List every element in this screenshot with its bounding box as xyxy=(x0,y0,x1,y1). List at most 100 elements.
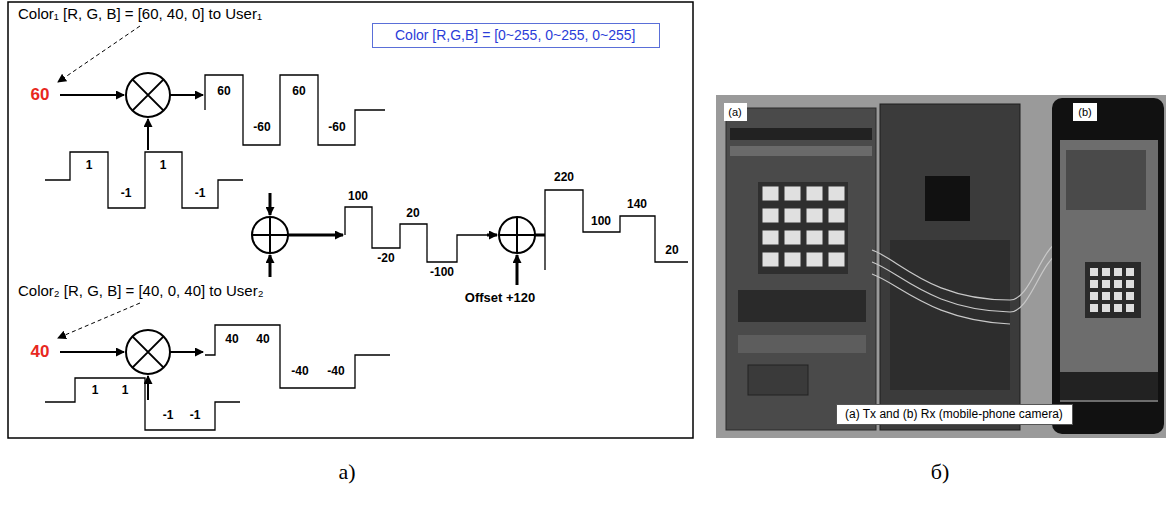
spread-waveform xyxy=(205,75,385,145)
adder-plus xyxy=(252,217,288,253)
signal-level: 100 xyxy=(591,215,611,229)
signal-arrow xyxy=(535,234,545,237)
signal-level: 60 xyxy=(217,85,230,99)
signal-arrow xyxy=(516,255,519,285)
microcontroller-chip xyxy=(925,176,970,221)
led xyxy=(762,208,779,223)
connector-strip xyxy=(738,335,866,353)
box-text: Color [R,G,B] = [0~255, 0~255, 0~255] xyxy=(395,27,636,44)
signal-level: 20 xyxy=(665,244,678,258)
code-waveform xyxy=(45,378,240,430)
code-chip: -1 xyxy=(195,187,206,201)
signal-level: 100 xyxy=(348,190,368,204)
adder-symbol xyxy=(499,217,535,253)
signal-arrow xyxy=(60,351,124,353)
multiplier-symbol xyxy=(126,330,170,374)
led xyxy=(828,230,845,245)
led-panel xyxy=(758,182,848,274)
signal-level: -60 xyxy=(253,121,270,135)
multiplier-cross xyxy=(132,336,163,367)
led xyxy=(828,186,845,201)
multiplier-circle xyxy=(126,330,170,374)
color-assignment: Color₂ [R, G, B] = [40, 0, 40] to User₂ xyxy=(18,282,264,299)
screen-leds xyxy=(1090,268,1134,312)
led xyxy=(806,252,823,267)
input-value: 40 xyxy=(31,342,50,362)
range-box: Color [R,G,B] = [0~255, 0~255, 0~255] xyxy=(372,23,660,48)
signal-arrow xyxy=(170,351,203,353)
code-chip: -1 xyxy=(121,187,132,201)
adder-circle xyxy=(252,217,288,253)
offset-label: Offset +120 xyxy=(465,291,535,306)
signal-arrow xyxy=(147,119,149,150)
output-waveform xyxy=(545,190,688,270)
photo-ground xyxy=(716,95,1166,438)
led xyxy=(806,208,823,223)
dashed-leader xyxy=(58,303,140,338)
adder-symbol xyxy=(252,217,288,253)
photo-label: (b) xyxy=(1078,106,1091,119)
led xyxy=(784,186,801,201)
signal-arrow xyxy=(60,94,124,96)
code-chip: -1 xyxy=(190,409,201,423)
breakout-area xyxy=(890,240,1010,390)
sum-waveform xyxy=(345,207,487,262)
signal-level: -100 xyxy=(430,266,454,280)
adder-plus xyxy=(499,217,535,253)
led xyxy=(784,252,801,267)
led xyxy=(762,186,779,201)
signal-arrow xyxy=(487,234,497,237)
led xyxy=(806,186,823,201)
dashed-leader xyxy=(58,26,140,82)
box-text: (a) Tx and (b) Rx (mobile-phone camera) xyxy=(845,407,1063,421)
signal-level: 40 xyxy=(256,333,269,347)
wire-bundle xyxy=(872,240,1060,324)
subfigure-label: а) xyxy=(338,459,355,484)
resistor-row xyxy=(738,290,866,322)
code-chip: 1 xyxy=(122,384,129,398)
code-chip: -1 xyxy=(163,409,174,423)
hardware-photo xyxy=(716,95,1166,438)
led xyxy=(784,230,801,245)
screen-led-image xyxy=(1085,262,1141,318)
input-value: 60 xyxy=(31,85,50,105)
photo-label: (a) xyxy=(728,106,741,119)
signal-level: 220 xyxy=(554,171,574,185)
phone-screen xyxy=(1060,140,1158,402)
signal-level: -20 xyxy=(377,252,394,266)
multiplier-symbol xyxy=(126,73,170,117)
adder-circle xyxy=(499,217,535,253)
code-chip: 1 xyxy=(86,159,93,173)
photo-caption-box: (a) Tx and (b) Rx (mobile-phone camera) xyxy=(836,404,1073,425)
led xyxy=(762,252,779,267)
label-patch xyxy=(1073,103,1097,121)
multiplier-circle xyxy=(126,73,170,117)
signal-level: -60 xyxy=(328,121,345,135)
subfigure-label: б) xyxy=(931,459,950,484)
led xyxy=(762,230,779,245)
led xyxy=(806,230,823,245)
signal-arrow xyxy=(147,376,149,400)
label-patch xyxy=(724,103,747,121)
signal-arrow xyxy=(288,234,343,237)
spread-waveform xyxy=(205,325,390,388)
pin-header xyxy=(730,146,872,156)
multiplier-cross xyxy=(132,79,163,110)
led xyxy=(828,208,845,223)
signal-arrow xyxy=(269,255,272,277)
code-chip: 1 xyxy=(160,159,167,173)
screen-board-image xyxy=(1066,150,1146,210)
signal-level: 60 xyxy=(292,85,305,99)
signal-level: -40 xyxy=(327,365,344,379)
pin-header xyxy=(730,128,872,140)
signal-level: -40 xyxy=(291,365,308,379)
led xyxy=(784,208,801,223)
code-waveform xyxy=(45,152,243,208)
phone-body xyxy=(1052,98,1164,434)
panel-frame xyxy=(8,2,693,438)
color-assignment: Color₁ [R, G, B] = [60, 40, 0] to User₁ xyxy=(18,5,262,22)
led xyxy=(828,252,845,267)
signal-arrow xyxy=(269,193,272,215)
tx-board xyxy=(726,108,876,430)
